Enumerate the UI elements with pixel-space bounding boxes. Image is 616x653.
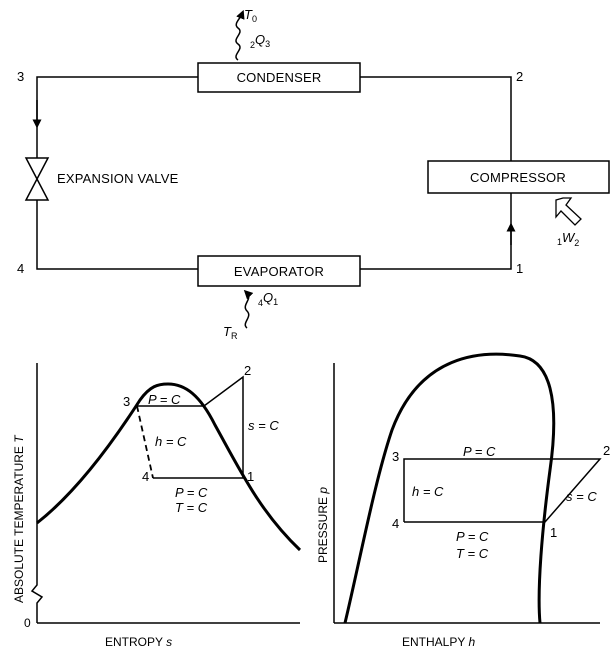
ts-state-2: 2 (244, 363, 251, 378)
ts-saturation-dome (36, 382, 302, 552)
ts-x-axis-title: ENTROPY s (105, 635, 172, 649)
ts-p-const-top: P = C (148, 392, 181, 407)
valve-to-evaporator-line (36, 200, 198, 270)
compressor-box: COMPRESSOR (427, 160, 610, 194)
ph-y-axis-title: PRESSURE p (316, 487, 330, 563)
ph-state-4: 4 (392, 516, 399, 531)
heat-in-wavy-arrow (243, 289, 254, 329)
ts-t-const: T = C (175, 500, 208, 515)
ph-saturation-dome (343, 352, 556, 624)
ph-p-const-top: P = C (463, 444, 496, 459)
ts-diagram: 0 3 2 1 4 P = C h = C s = C P = C T = C … (12, 363, 302, 649)
ph-state-2: 2 (603, 443, 610, 458)
ph-t-const: T = C (456, 546, 489, 561)
heat-out-temperature: T0 (244, 7, 257, 24)
cycle-schematic: CONDENSER EVAPORATOR COMPRESSOR EXPANSIO… (17, 7, 610, 341)
ts-y-axis (30, 363, 44, 623)
state-4-label: 4 (17, 261, 24, 276)
ph-s-const: s = C (566, 489, 597, 504)
ph-diagram: 3 2 1 4 P = C h = C s = C P = C T = C PR… (316, 352, 610, 649)
ts-y-axis-title: ABSOLUTE TEMPERATURE T (12, 434, 26, 603)
evaporator-to-compressor-line (360, 193, 512, 270)
work-input-arrow-icon (555, 197, 582, 226)
ph-cycle-path (403, 458, 602, 523)
ph-p-const-bottom: P = C (456, 529, 489, 544)
ts-state-1: 1 (247, 469, 254, 484)
condenser-to-valve-line (36, 76, 198, 158)
ts-s-const: s = C (248, 418, 279, 433)
heat-in-quantity: 4Q1 (258, 290, 278, 308)
evaporator-label: EVAPORATOR (234, 264, 324, 279)
state-1-label: 1 (516, 261, 523, 276)
evaporator-box: EVAPORATOR (197, 255, 361, 287)
heat-out-quantity: 2Q3 (250, 32, 270, 50)
condenser-label: CONDENSER (237, 70, 322, 85)
expansion-valve-label: EXPANSION VALVE (57, 171, 179, 186)
work-input-label: 1W2 (557, 230, 579, 248)
heat-out-wavy-arrow (235, 9, 245, 61)
condenser-box: CONDENSER (197, 62, 361, 93)
heat-in-temperature: TR (223, 324, 238, 341)
ts-throttling-dashed (136, 405, 154, 479)
ph-state-3: 3 (392, 449, 399, 464)
ts-cycle-path (137, 375, 244, 479)
state-3-label: 3 (17, 69, 24, 84)
state-2-label: 2 (516, 69, 523, 84)
expansion-valve-icon (24, 157, 50, 201)
ph-x-axis-title: ENTHALPY h (402, 635, 475, 649)
compressor-to-condenser-line (360, 76, 512, 161)
ts-state-3: 3 (123, 394, 130, 409)
ph-h-const: h = C (412, 484, 444, 499)
ph-state-1: 1 (550, 525, 557, 540)
ts-origin-label: 0 (24, 616, 31, 630)
compressor-label: COMPRESSOR (470, 170, 566, 185)
ts-state-4: 4 (142, 469, 149, 484)
ts-h-const: h = C (155, 434, 187, 449)
ts-p-const-bottom: P = C (175, 485, 208, 500)
